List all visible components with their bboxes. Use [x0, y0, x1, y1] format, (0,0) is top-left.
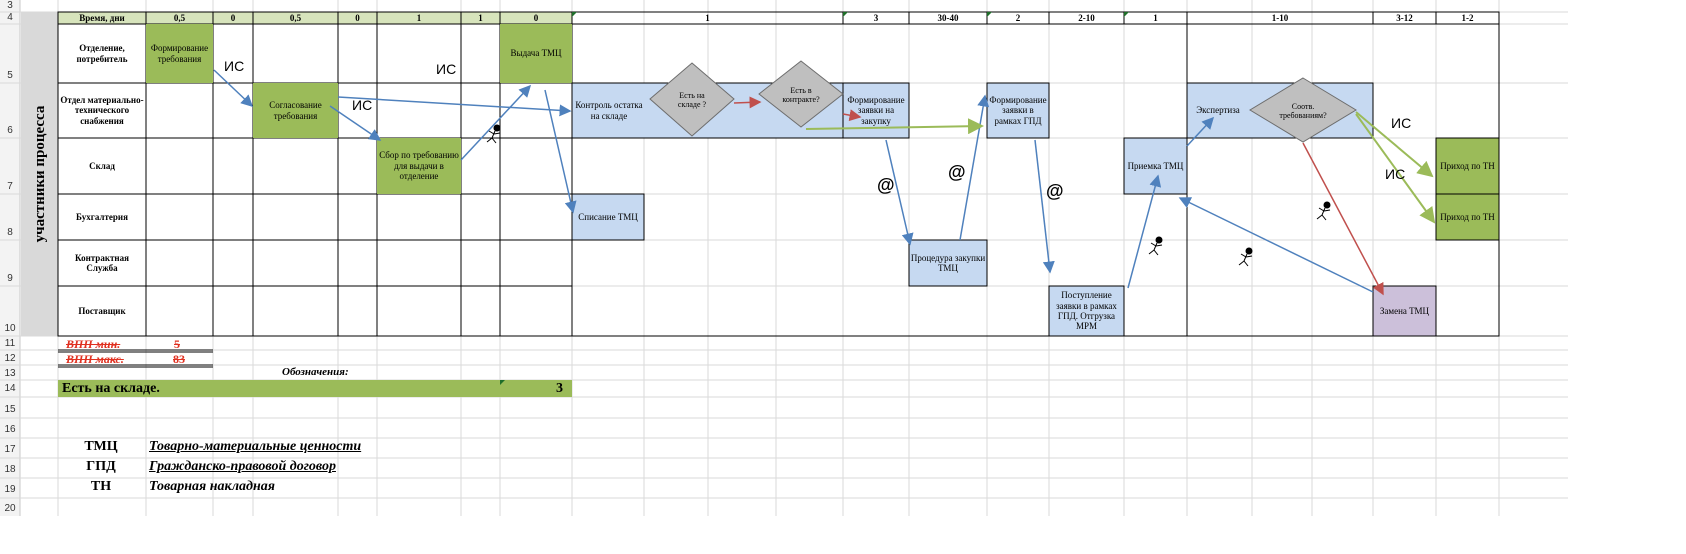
lane-contract-service[interactable]: Контрактная Служба [75, 252, 129, 273]
row-number[interactable]: 20 [4, 503, 16, 514]
time-cell[interactable]: 1 [416, 12, 422, 23]
time-cell[interactable]: 1 [478, 12, 483, 23]
row-number[interactable]: 16 [4, 424, 16, 435]
is-marker: ИС [1385, 166, 1406, 182]
is-marker: ИС [1391, 115, 1412, 131]
row-number[interactable]: 14 [4, 383, 16, 394]
box-writeoff[interactable]: Списание ТМЦ [578, 211, 638, 222]
time-cell[interactable]: 1 [705, 12, 710, 23]
email-at-marker: @ [1046, 181, 1064, 201]
box-expertise[interactable]: Экспертиза [1196, 105, 1240, 116]
time-cell[interactable]: 2-10 [1078, 12, 1095, 23]
box-income-2[interactable]: Приход по ТН [1440, 211, 1495, 222]
row-number[interactable]: 9 [7, 273, 13, 284]
diamond-in-stock[interactable]: Есть на складе ? [677, 90, 707, 109]
vpp-min-value[interactable]: 5 [174, 337, 180, 351]
participants-title: участники процесса [32, 105, 48, 243]
row-number[interactable]: 10 [4, 323, 16, 334]
time-cell[interactable]: 1-10 [1271, 12, 1289, 23]
legend-definition[interactable]: Гражданско-правовой договор [149, 459, 336, 474]
time-cell[interactable]: 0 [230, 12, 236, 23]
is-marker: ИС [436, 61, 457, 77]
is-marker: ИС [224, 58, 245, 74]
legend-abbr[interactable]: ТМЦ [84, 439, 118, 454]
box-form-requirement[interactable]: Формирование требования [150, 43, 209, 64]
box-income-1[interactable]: Приход по ТН [1440, 160, 1495, 171]
time-cell[interactable]: 0 [533, 12, 539, 23]
box-accept[interactable]: Приемка ТМЦ [1127, 160, 1184, 171]
lane-supplier[interactable]: Поставщик [78, 305, 126, 316]
spreadsheet-grid [0, 0, 1568, 516]
diamond-in-contract[interactable]: Есть в контракте? [782, 85, 820, 104]
lane-consumer[interactable]: Отделение, потребитель [76, 43, 128, 64]
status-bar-text[interactable]: Есть на складе. [62, 381, 160, 396]
diamond-match[interactable]: Соотв. требованиям? [1279, 101, 1327, 120]
time-cell[interactable]: 3 [873, 12, 879, 23]
row-number[interactable]: 5 [7, 70, 13, 81]
row-number[interactable]: 11 [4, 338, 16, 349]
is-marker: ИС [352, 97, 373, 113]
vpp-max-value[interactable]: 83 [173, 352, 185, 366]
vpp-max-label[interactable]: ВПП макс. [66, 352, 124, 366]
box-form-gpd[interactable]: Формирование заявки в рамках ГПД [989, 94, 1047, 126]
row-number[interactable]: 7 [7, 181, 13, 192]
box-form-purchase[interactable]: Формирование заявки на закупку [847, 94, 905, 126]
time-cell[interactable]: 30-40 [937, 12, 959, 23]
row-number[interactable]: 17 [4, 444, 16, 455]
time-cell[interactable]: 1 [1153, 12, 1158, 23]
box-receipt-request[interactable]: Поступление заявки в рамках ГПД. Отгрузк… [1056, 290, 1117, 332]
vpp-min-label[interactable]: ВПП мин. [66, 337, 121, 351]
status-bar-value[interactable]: 3 [556, 381, 563, 396]
row-number[interactable]: 4 [7, 12, 13, 23]
box-replace[interactable]: Замена ТМЦ [1379, 305, 1430, 316]
box-collect[interactable]: Сбор по требованию для выдачи в отделени… [379, 150, 459, 182]
row-number[interactable]: 13 [4, 368, 16, 379]
time-cell[interactable]: 3-12 [1396, 12, 1413, 23]
box-stock-control[interactable]: Контроль остатка на складе [575, 100, 643, 121]
box-procedure[interactable]: Процедура закупки ТМЦ [910, 252, 986, 273]
lane-accounting[interactable]: Бухгалтерия [76, 211, 128, 222]
time-cell[interactable]: 0,5 [289, 12, 302, 23]
legend-abbr[interactable]: ТН [90, 479, 112, 494]
email-at-marker: @ [877, 175, 895, 195]
row-number[interactable]: 6 [7, 125, 13, 136]
box-agree-requirement[interactable]: Согласование требования [269, 100, 322, 121]
notation-label[interactable]: Обозначения: [282, 366, 349, 378]
row-number[interactable]: 12 [4, 353, 16, 364]
time-cell[interactable]: 0 [355, 12, 360, 23]
legend-definition[interactable]: Товарная накладная [149, 479, 275, 494]
time-cell[interactable]: 0,5 [173, 12, 186, 23]
lane-warehouse[interactable]: Склад [89, 160, 115, 171]
email-at-marker: @ [948, 162, 966, 182]
time-cell[interactable]: 2 [1015, 12, 1021, 23]
row-number[interactable]: 19 [4, 484, 16, 495]
legend-abbr[interactable]: ГПД [86, 459, 116, 474]
lane-supply-dept[interactable]: Отдел материально-технического снабжения [60, 94, 144, 126]
row-number[interactable]: 3 [7, 0, 13, 11]
row-number[interactable]: 15 [4, 404, 16, 415]
legend-definition[interactable]: Товарно-материальные ценности [149, 439, 362, 454]
row-number[interactable]: 18 [4, 464, 16, 475]
row-number[interactable]: 8 [7, 227, 13, 238]
time-header-label[interactable]: Время, дни [79, 12, 125, 23]
time-cell[interactable]: 1-2 [1461, 12, 1474, 23]
box-issue[interactable]: Выдача ТМЦ [510, 48, 562, 59]
